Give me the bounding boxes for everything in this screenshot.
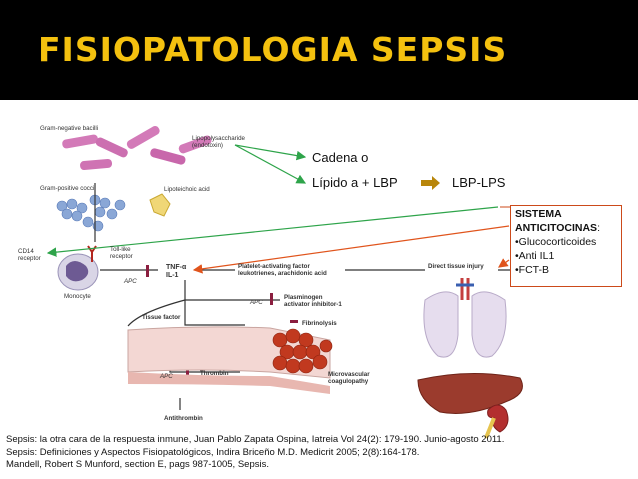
- label-thrombin: Thrombin: [200, 370, 229, 377]
- slide-title: FISIOPATOLOGIA SEPSIS: [38, 30, 508, 69]
- callout-lipido-lbp: Lípido a + LBP: [312, 175, 398, 190]
- gram-positive-cocci: [56, 194, 126, 232]
- label-paf-2: leukotrienes, arachidonic acid: [238, 270, 327, 277]
- anticytokine-system-box: SISTEMA ANTICITOCINAS: •Glucocorticoides…: [510, 205, 622, 287]
- label-il1: IL-1: [166, 272, 179, 279]
- orange-arrow-to-tnf: [192, 225, 510, 274]
- callout-cadena: Cadena o: [312, 150, 369, 165]
- lipoteichoic-acid-shape: [149, 193, 171, 217]
- label-monocyte: Monocyte: [64, 293, 91, 300]
- label-micro-1: Microvascular: [328, 371, 370, 378]
- gram-negative-bacilli: [62, 125, 212, 171]
- green-arrow-to-cd14: [46, 206, 499, 257]
- title-bar: FISIOPATOLOGIA SEPSIS: [0, 0, 638, 100]
- label-lps-1: Lipopolysaccharide: [192, 135, 246, 142]
- label-antithrombin: Antithrombin: [164, 415, 203, 422]
- gold-arrow: [421, 176, 440, 190]
- label-tnf: TNF-α: [166, 264, 187, 271]
- label-pai-2: activator inhibitor-1: [284, 301, 342, 308]
- label-pai-1: Plasminogen: [284, 294, 323, 301]
- label-apc-1: APC: [123, 278, 137, 285]
- microvascular-clot: [272, 328, 333, 374]
- green-arrow-lps-to-lipido: [234, 144, 307, 184]
- label-gram-positive: Gram-positive cocci: [40, 185, 94, 192]
- box-item-anti-il1: •Anti IL1: [515, 250, 555, 262]
- label-micro-2: coagulopathy: [328, 378, 369, 385]
- label-fibrinolysis: Fibrinolysis: [302, 320, 337, 327]
- label-lps-2: (endotoxin): [192, 142, 223, 149]
- label-tlr-2: receptor: [110, 253, 133, 260]
- ureter-shape: [484, 417, 496, 439]
- label-cd14-2: receptor: [18, 255, 41, 262]
- reference-2: Sepsis: Definiciones y Aspectos Fisiopat…: [6, 446, 420, 458]
- label-tlr-1: Toll-like: [110, 246, 131, 253]
- box-item-glucocorticoides: •Glucocorticoides: [515, 236, 597, 248]
- label-direct-injury: Direct tissue injury: [428, 263, 484, 270]
- label-tissue-factor: Tissue factor: [142, 314, 181, 321]
- monocyte-cell: [57, 253, 99, 291]
- label-paf-1: Platelet-activating factor: [238, 263, 310, 270]
- kidney-organ: [487, 404, 509, 433]
- green-arrow-lps-to-cadena: [234, 144, 307, 161]
- sepsis-pathophysiology-figure: Gram-negative bacilli Lipopolysaccharide…: [18, 125, 530, 439]
- liver-organ: [417, 372, 523, 414]
- box-item-fct-b: •FCT-B: [515, 264, 550, 276]
- box-heading-1: SISTEMA: [515, 208, 562, 220]
- label-cd14-1: CD14: [18, 248, 34, 255]
- callout-lbp-lps: LBP-LPS: [452, 175, 506, 190]
- box-heading-2: ANTICITOCINAS:: [515, 222, 600, 234]
- references: Sepsis: la otra cara de la respuesta inm…: [6, 434, 626, 472]
- lungs-organ: [423, 278, 507, 358]
- orange-arrow-to-direct-injury: [498, 258, 510, 268]
- label-lipoteichoic: Lipoteichoic acid: [164, 186, 210, 193]
- label-apc-2: APC: [249, 299, 263, 306]
- reference-3: Mandell, Robert S Munford, section E, pa…: [6, 459, 269, 470]
- reference-1: Sepsis: la otra cara de la respuesta inm…: [6, 434, 505, 445]
- label-gram-negative: Gram-negative bacilli: [40, 125, 98, 132]
- label-apc-3: APC: [159, 373, 173, 380]
